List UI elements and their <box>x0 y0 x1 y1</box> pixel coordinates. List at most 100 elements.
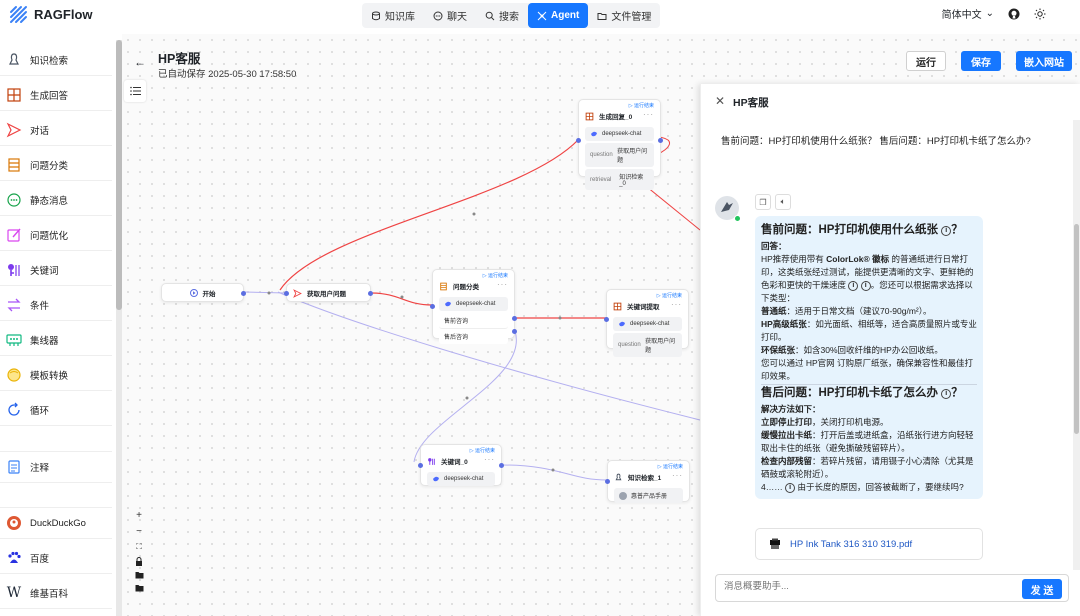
message-input[interactable] <box>724 581 1014 592</box>
operator-template[interactable]: 模板转换 <box>0 359 112 391</box>
node-get-question[interactable]: 获取用户问题 <box>284 283 373 302</box>
copy-icon[interactable]: ❐ <box>755 194 771 210</box>
operator-note[interactable]: 注释 <box>0 451 112 483</box>
more-icon[interactable]: ··· <box>671 300 682 309</box>
run-status-link[interactable]: ▷ 运行结束 <box>628 103 654 109</box>
node-input-handle[interactable] <box>605 479 610 484</box>
operator-dialog[interactable]: 对话 <box>0 114 112 146</box>
operator-label: 循环 <box>30 405 50 417</box>
node-generate[interactable]: ▷ 运行结束 ··· 生成回复_0 deepseek-chat question… <box>576 99 663 190</box>
run-status-link[interactable]: ▷ 运行结束 <box>656 293 682 299</box>
rewrite-icon <box>7 228 21 242</box>
run-button[interactable]: 运行 <box>906 51 946 71</box>
case-output-handle[interactable] <box>512 329 517 334</box>
zoom-out-icon[interactable]: − <box>136 526 142 537</box>
operator-baidu[interactable]: 百度 <box>0 542 112 574</box>
nav-knowledge-base[interactable]: 知识库 <box>362 3 424 28</box>
run-status-link[interactable]: ▷ 运行结束 <box>469 448 495 454</box>
input-param: retrieval 知识检索_0 <box>585 169 654 190</box>
info-icon[interactable]: i <box>941 226 952 236</box>
flow-title: HP客服 <box>158 52 201 66</box>
operator-generate[interactable]: 生成回答 <box>0 79 112 111</box>
save-button[interactable]: 保存 <box>961 51 1001 71</box>
info-icon[interactable]: i <box>860 281 871 291</box>
theme-toggle-icon[interactable] <box>1034 8 1046 20</box>
header-actions: 简体中文 ⌄ <box>942 6 1046 21</box>
sidebar-scrollbar-thumb[interactable] <box>116 40 122 310</box>
lock-icon[interactable] <box>135 557 143 566</box>
node-retrieval1[interactable]: ▷ 运行结束 ··· 知识检索_1 惠普产品手册 <box>605 460 690 503</box>
fit-view-icon[interactable]: ⛶ <box>136 542 142 551</box>
more-icon[interactable]: ··· <box>672 471 683 480</box>
case-output-handle[interactable] <box>512 316 517 321</box>
model-name: deepseek-chat <box>630 321 670 327</box>
node-output-handle[interactable] <box>499 463 504 468</box>
node-output-handle[interactable] <box>658 138 663 143</box>
more-icon[interactable]: ··· <box>643 110 654 119</box>
app-logo[interactable]: RAGFlow <box>8 4 93 24</box>
operator-categorize[interactable]: 问题分类 <box>0 149 112 181</box>
switch-icon <box>7 298 21 311</box>
node-categorize[interactable]: ▷ 运行结束 ··· 问题分类 deepseek-chat 售前咨询 售后咨询 <box>430 269 517 344</box>
more-icon[interactable]: ··· <box>484 455 495 464</box>
generate-icon <box>7 87 21 102</box>
info-icon[interactable]: i <box>848 281 859 291</box>
question-mark: ？ <box>951 224 963 236</box>
send-button[interactable]: 发 送 <box>1022 579 1062 599</box>
node-title: 获取用户问题 <box>307 291 346 298</box>
node-header: 获取用户问题 <box>287 284 370 302</box>
list-icon[interactable] <box>124 80 146 102</box>
node-output-handle[interactable] <box>241 291 246 296</box>
node-start[interactable]: 开始 <box>161 283 246 302</box>
node-input-handle[interactable] <box>576 138 581 143</box>
operator-duckduckgo[interactable]: DuckDuckGo <box>0 507 112 539</box>
operator-concentrator[interactable]: 集线器 <box>0 324 112 356</box>
nav-search[interactable]: 搜索 <box>476 3 528 28</box>
folder-icon[interactable] <box>135 571 144 579</box>
operator-message[interactable]: 静态消息 <box>0 184 112 216</box>
node-keyword0[interactable]: ▷ 运行结束 ··· 关键词_0 deepseek-chat <box>418 444 504 486</box>
zoom-in-icon[interactable]: + <box>136 510 142 521</box>
text-run: ：适用于日常文档（建议70-90g/m²）。 <box>786 306 932 316</box>
message-input-box[interactable]: 发 送 <box>715 574 1069 602</box>
text-run: ：如光面纸、相纸等，适合高质量照片或专业打印。 <box>761 319 977 342</box>
node-keyword-extract[interactable]: ▷ 运行结束 ··· 关键词提取 deepseek-chat question … <box>604 289 689 357</box>
speaker-icon[interactable]: 🔈︎ <box>775 194 791 210</box>
answer-list-item: 缓慢拉出卡纸：打开后盖或进纸盒，沿纸张行进方向轻轻取出卡住的纸张（避免撕破残留碎… <box>761 429 977 455</box>
github-icon[interactable] <box>1008 8 1020 20</box>
info-icon[interactable]: i <box>785 483 796 493</box>
node-output-handle[interactable] <box>368 291 373 296</box>
case-item: 售后咨询 <box>439 329 508 344</box>
info-icon[interactable]: i <box>941 389 952 399</box>
back-arrow-icon[interactable]: ← <box>134 55 146 69</box>
more-icon[interactable]: ··· <box>497 280 508 289</box>
node-input-handle[interactable] <box>418 463 423 468</box>
run-status-link[interactable]: ▷ 运行结束 <box>482 273 508 279</box>
nav-label: 搜索 <box>499 12 519 23</box>
operator-keyword[interactable]: 关键词 <box>0 254 112 286</box>
operator-label: 问题优化 <box>30 230 69 242</box>
node-input-handle[interactable] <box>604 317 609 322</box>
operator-rewrite[interactable]: 问题优化 <box>0 219 112 251</box>
nav-agent[interactable]: Agent <box>528 3 589 28</box>
folder-open-icon[interactable] <box>135 584 144 592</box>
operator-loop[interactable]: 循环 <box>0 394 112 426</box>
reference-document[interactable]: HP Ink Tank 316 310 319.pdf <box>755 528 983 560</box>
embed-website-button[interactable]: 嵌入网站 <box>1016 51 1072 71</box>
input-param: question 获取用户问题 <box>613 333 682 357</box>
close-icon[interactable]: ✕ <box>715 94 726 108</box>
operator-switch[interactable]: 条件 <box>0 289 112 321</box>
play-icon <box>189 289 198 297</box>
sidebar-scrollbar-track[interactable] <box>116 40 122 616</box>
node-input-handle[interactable] <box>430 304 435 309</box>
language-select[interactable]: 简体中文 ⌄ <box>942 6 994 21</box>
operator-label: 知识检索 <box>30 55 69 67</box>
folder-icon <box>597 12 607 20</box>
nav-chat[interactable]: 聊天 <box>424 3 476 28</box>
operator-retrieval[interactable]: 知识检索 <box>0 44 112 76</box>
operator-wikipedia[interactable]: W 维基百科 <box>0 577 112 609</box>
node-input-handle[interactable] <box>284 291 289 296</box>
run-status-link[interactable]: ▷ 运行结束 <box>657 464 683 470</box>
nav-file-management[interactable]: 文件管理 <box>588 3 660 28</box>
chat-scrollbar-thumb[interactable] <box>1074 224 1079 434</box>
